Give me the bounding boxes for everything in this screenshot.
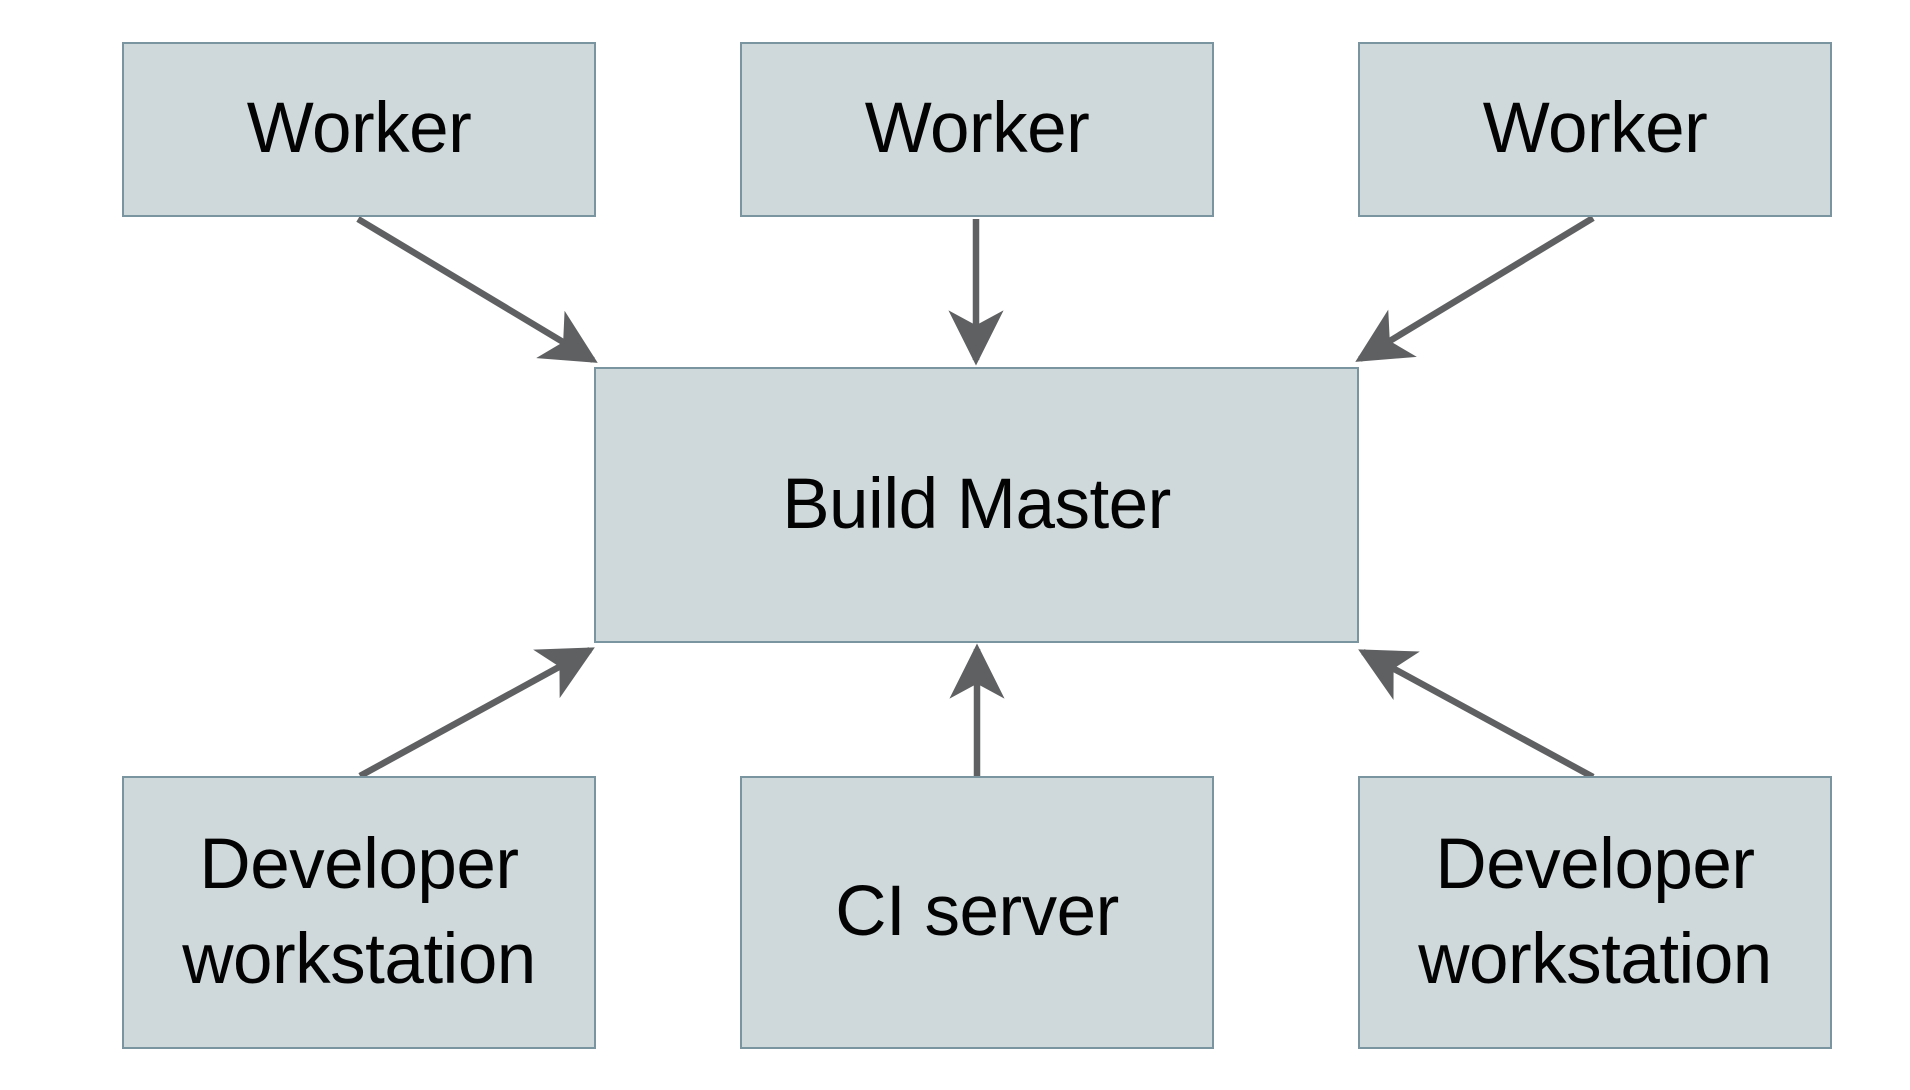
node-label: Worker xyxy=(246,89,472,169)
node-ci-server: CI server xyxy=(740,776,1214,1049)
edge-developer-workstation-2-to-build-master xyxy=(1358,649,1595,780)
node-label: Developer workstation xyxy=(182,825,536,999)
node-worker-1: Worker xyxy=(122,42,596,217)
node-label: Build Master xyxy=(782,464,1171,544)
node-worker-3: Worker xyxy=(1358,42,1832,217)
node-worker-2: Worker xyxy=(740,42,1214,217)
node-label: Worker xyxy=(1482,89,1708,169)
node-label: Worker xyxy=(864,89,1090,169)
edge-worker-3-to-build-master xyxy=(1355,215,1595,362)
node-label: Developer workstation xyxy=(1418,825,1772,999)
edge-developer-workstation-1-to-build-master xyxy=(358,647,595,779)
edge-worker-1-to-build-master xyxy=(356,216,598,363)
node-developer-workstation-1: Developer workstation xyxy=(122,776,596,1049)
node-developer-workstation-2: Developer workstation xyxy=(1358,776,1832,1049)
node-label: CI server xyxy=(835,872,1119,952)
node-build-master: Build Master xyxy=(594,367,1359,643)
